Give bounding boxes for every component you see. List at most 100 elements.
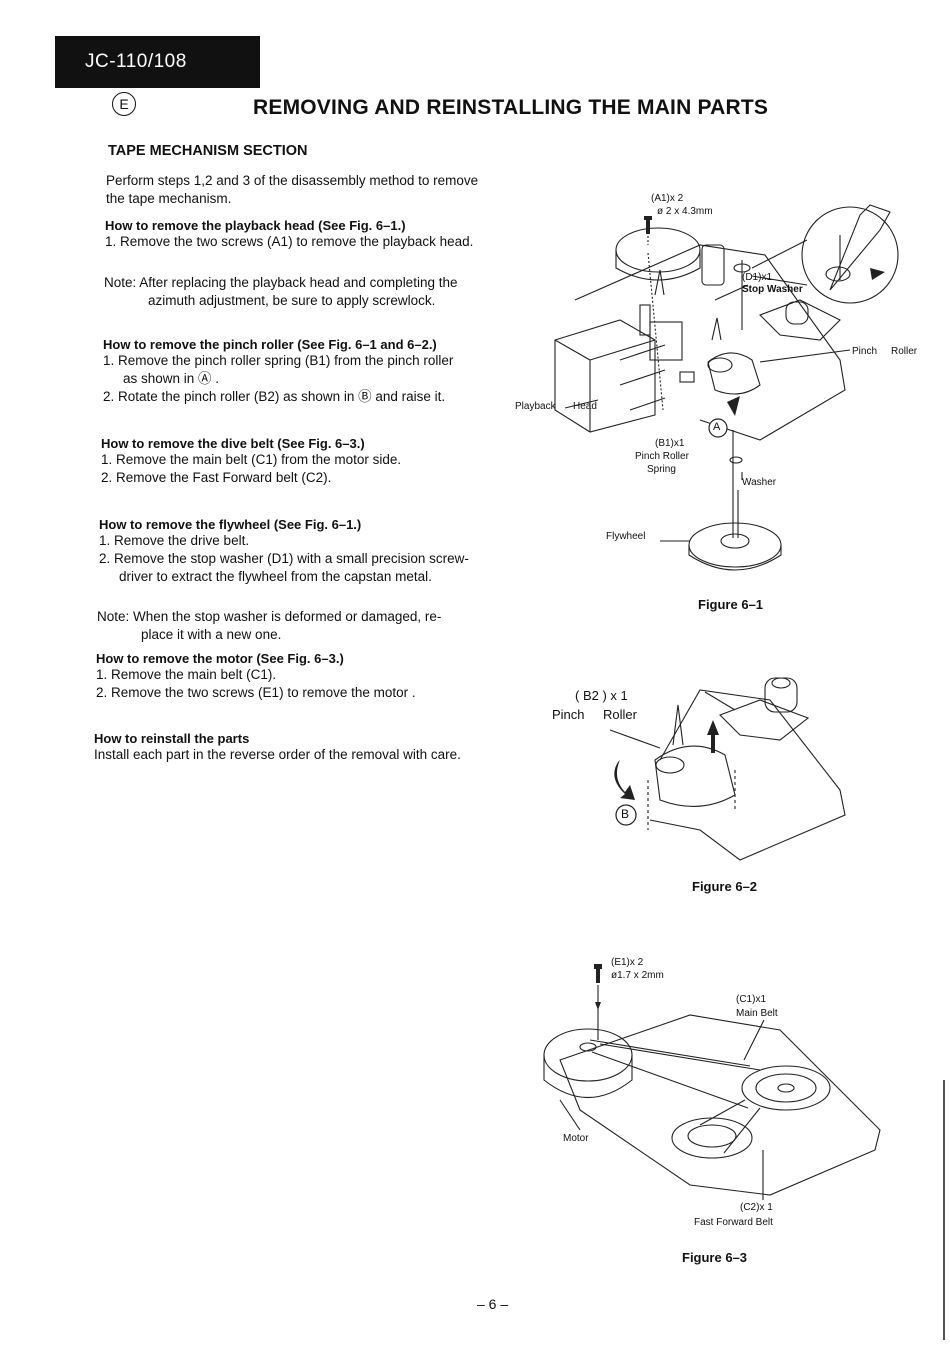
screw-shank-icon <box>646 220 650 234</box>
flywheel-note: Note: When the stop washer is deformed o… <box>97 608 441 644</box>
fig3-e1-size-label: ø1.7 x 2mm <box>611 970 664 981</box>
model-label: JC-110/108 <box>55 36 260 88</box>
fig1-screw-qty: (A1)x 2 <box>651 193 684 204</box>
detail-circle <box>801 206 899 304</box>
fig2-chassis-line <box>704 691 736 711</box>
fig2-guide-post <box>672 704 684 746</box>
playback-head-note: Note: After replacing the playback head … <box>104 274 457 310</box>
fig1-roller-label: Roller <box>891 346 918 357</box>
motor-section: How to remove the motor (See Fig. 6–3.) … <box>96 651 416 702</box>
fig3-main-belt-label: Main Belt <box>736 1008 778 1019</box>
fig2-roller-label: Roller <box>603 707 637 722</box>
fig3-screw-icon <box>594 964 602 969</box>
fig3-chassis <box>559 1014 881 1196</box>
fig3-e1-label: (E1)x 2 <box>611 957 644 968</box>
fig1-marker-a: A <box>713 421 721 433</box>
note-line: azimuth adjustment, be sure to apply scr… <box>148 293 436 308</box>
playback-head <box>649 321 683 361</box>
fig2-marker-b: B <box>621 807 630 821</box>
fig1-pinch-roller-label: Pinch Roller <box>635 451 689 462</box>
fig2-rotate-arrow <box>614 760 635 800</box>
flywheel-section: How to remove the flywheel (See Fig. 6–1… <box>99 517 469 586</box>
intro-line: Perform steps 1,2 and 3 of the disassemb… <box>106 173 479 188</box>
fig2-chassis <box>649 689 846 861</box>
page-title: REMOVING AND REINSTALLING THE MAIN PARTS <box>253 96 769 119</box>
motor-heading: How to remove the motor (See Fig. 6–3.) <box>96 651 344 666</box>
scan-edge-line <box>943 1080 945 1340</box>
lift-arrow <box>727 396 740 416</box>
list-item: 2. Remove the two screws (E1) to remove … <box>96 685 416 700</box>
fig3-ff-pulley <box>671 1117 753 1159</box>
fig3-main-belt-leader <box>743 1019 765 1061</box>
list-item: 1. Remove the main belt (C1). <box>96 667 277 682</box>
figure-6-2-caption: Figure 6–2 <box>692 879 758 894</box>
marker-b-circle <box>615 804 637 826</box>
fig3-c2-label: (C2)x 1 <box>740 1202 773 1213</box>
fig2-dashed-outline <box>647 770 736 830</box>
screwdriver <box>829 204 891 291</box>
fig2-pinch-roller <box>655 756 685 774</box>
reinstall-text: Install each part in the reverse order o… <box>94 747 461 762</box>
detail-connector <box>751 239 808 286</box>
fig1-screw-size: ø 2 x 4.3mm <box>657 206 713 217</box>
chassis-plate <box>574 244 846 441</box>
fig1-d1-label: (D1)x1 <box>742 272 773 283</box>
note-line: Note: When the stop washer is deformed o… <box>97 609 442 624</box>
detail-washer <box>825 266 851 282</box>
reinstall-heading: How to reinstall the parts <box>94 731 250 746</box>
section-heading: TAPE MECHANISM SECTION <box>108 143 308 159</box>
fig3-motor-label: Motor <box>563 1133 589 1144</box>
head-block-ridges <box>619 344 666 411</box>
reinstall-section: How to reinstall the parts Install each … <box>94 731 461 764</box>
fig3-motor-top <box>543 1028 633 1082</box>
fig3-motor-body <box>543 1055 633 1098</box>
fig3-down-arrow <box>595 1002 601 1010</box>
list-item: 1. Remove the two screws (A1) to remove … <box>105 234 474 249</box>
drive-belt-section: How to remove the dive belt (See Fig. 6–… <box>101 436 401 487</box>
list-item: 2. Remove the stop washer (D1) with a sm… <box>99 551 469 566</box>
fig2-capstan-top <box>771 677 791 689</box>
fig2-block <box>719 699 810 741</box>
pinch-roller-assembly <box>707 352 761 395</box>
list-item: 1. Remove the main belt (C1) from the mo… <box>101 452 402 467</box>
stop-washer-leader <box>714 284 749 301</box>
note-line: place it with a new one. <box>141 627 282 642</box>
fig2-up-arrow <box>707 720 719 735</box>
fig3-flywheel <box>741 1065 831 1111</box>
flywheel-shaft <box>732 490 739 538</box>
fig1-head-label: Head <box>573 401 597 412</box>
capstan-housing <box>701 244 725 286</box>
fig2-pinch-label: Pinch <box>552 707 585 722</box>
list-item: 2. Remove the Fast Forward belt (C2). <box>101 470 332 485</box>
list-item-continuation: driver to extract the flywheel from the … <box>119 569 432 584</box>
pinch-roller-leader <box>759 349 851 363</box>
washer <box>729 456 743 464</box>
playback-head-section: How to remove the playback head (See Fig… <box>105 218 473 251</box>
fig2-pinch-leader <box>609 729 661 749</box>
direction-arrow <box>870 268 885 280</box>
head-bracket <box>639 304 651 336</box>
fig3-motor-pulley <box>579 1042 597 1052</box>
page-number: – 6 – <box>477 1296 509 1312</box>
pinch-roller-spring <box>679 371 695 383</box>
fig1-playback-label: Playback <box>515 401 556 412</box>
flywheel-heading: How to remove the flywheel (See Fig. 6–1… <box>99 517 362 532</box>
fig1-washer-label: Washer <box>742 477 777 488</box>
fig1-spring-label: Spring <box>647 464 676 475</box>
marker-a-circle <box>708 418 728 438</box>
support-post <box>785 301 809 325</box>
note-line: Note: After replacing the playback head … <box>104 275 458 290</box>
pinch-roller <box>707 357 733 373</box>
list-item: 2. Rotate the pinch roller (B2) as shown… <box>103 389 446 404</box>
fig3-flywheel-hub <box>777 1083 795 1093</box>
figure-6-3-caption: Figure 6–3 <box>682 1250 748 1265</box>
pinch-roller-section: How to remove the pinch roller (See Fig.… <box>103 337 453 406</box>
model-text: JC-110/108 <box>85 51 187 72</box>
fig1-b1-label: (B1)x1 <box>655 438 685 449</box>
fig2-b2-label: ( B2 ) x 1 <box>575 688 628 703</box>
drive-belt-heading: How to remove the dive belt (See Fig. 6–… <box>101 436 365 451</box>
figure-6-1-caption: Figure 6–1 <box>698 597 764 612</box>
playback-head-leader <box>564 399 599 409</box>
